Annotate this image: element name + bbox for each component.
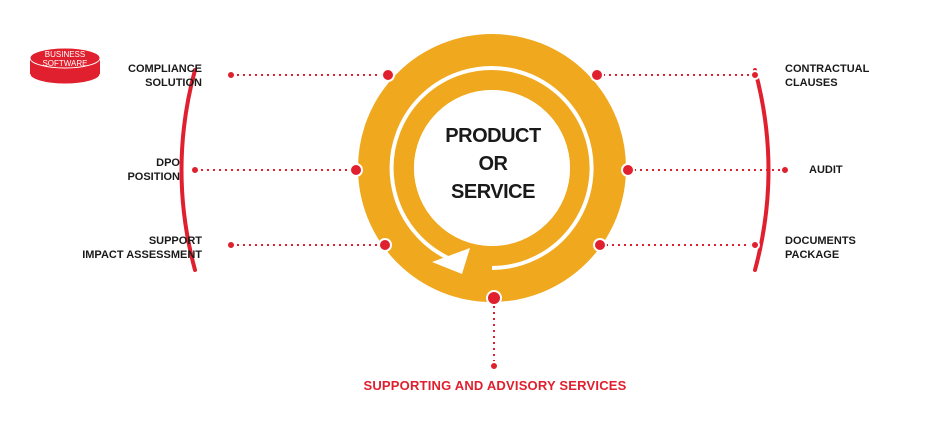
label-compliance-line1: COMPLIANCE <box>128 63 202 75</box>
label-audit-line1: AUDIT <box>809 164 843 176</box>
logo-line1: BUSINESS <box>44 50 86 59</box>
node-dot-supporting-end <box>489 361 499 371</box>
node-dot-dpo-left <box>190 165 200 175</box>
center-disc <box>414 90 570 246</box>
right-bracket-arc <box>753 68 771 272</box>
node-dot-audit-ring <box>621 163 635 177</box>
node-dot-contractual-ring <box>590 68 604 82</box>
cycle-arrow-head-icon <box>432 248 470 274</box>
yellow-ring <box>358 34 626 302</box>
node-dot-dpo-ring <box>349 163 363 177</box>
label-support-impact: SUPPORT IMPACT ASSESSMENT <box>82 234 202 262</box>
label-support-line1: SUPPORT <box>148 235 202 247</box>
center-line1: PRODUCT <box>445 125 541 147</box>
node-dot-compliance-left <box>226 70 236 80</box>
center-label: PRODUCT OR SERVICE <box>418 122 568 206</box>
node-dot-audit-right <box>780 165 790 175</box>
node-dot-support-ring <box>378 238 392 252</box>
node-dot-documents-ring <box>593 238 607 252</box>
cycle-arrow-path <box>389 66 594 270</box>
center-line3: SERVICE <box>451 181 535 203</box>
logo-line2: SOFTWARE <box>42 59 88 68</box>
label-compliance-line2: SOLUTION <box>145 77 202 89</box>
label-documents-line1: DOCUMENTS <box>785 235 856 247</box>
label-contractual-line2: CLAUSES <box>785 77 838 89</box>
label-audit: AUDIT <box>809 163 843 177</box>
label-dpo-position: DPO POSITION <box>127 156 180 184</box>
logo-text: BUSINESS SOFTWARE <box>30 50 100 68</box>
left-bracket-arc <box>179 68 197 272</box>
label-documents-package: DOCUMENTS PACKAGE <box>785 234 856 262</box>
center-line2: OR <box>478 153 509 175</box>
node-dot-contractual-right <box>750 70 760 80</box>
node-dot-documents-right <box>750 240 760 250</box>
label-support-line2: IMPACT ASSESSMENT <box>82 249 202 261</box>
label-dpo-line1: DPO <box>156 157 180 169</box>
node-dot-support-left <box>226 240 236 250</box>
label-documents-line2: PACKAGE <box>785 249 840 261</box>
label-compliance-solution: COMPLIANCE SOLUTION <box>128 62 202 90</box>
database-cylinder-icon <box>29 47 101 85</box>
node-dot-compliance-ring <box>381 68 395 82</box>
supporting-advisory-label: SUPPORTING AND ADVISORY SERVICES <box>363 378 627 393</box>
label-contractual-line1: CONTRACTUAL <box>785 63 870 75</box>
label-contractual-clauses: CONTRACTUAL CLAUSES <box>785 62 869 90</box>
label-dpo-line2: POSITION <box>127 171 180 183</box>
node-dot-supporting-ring <box>486 290 502 306</box>
